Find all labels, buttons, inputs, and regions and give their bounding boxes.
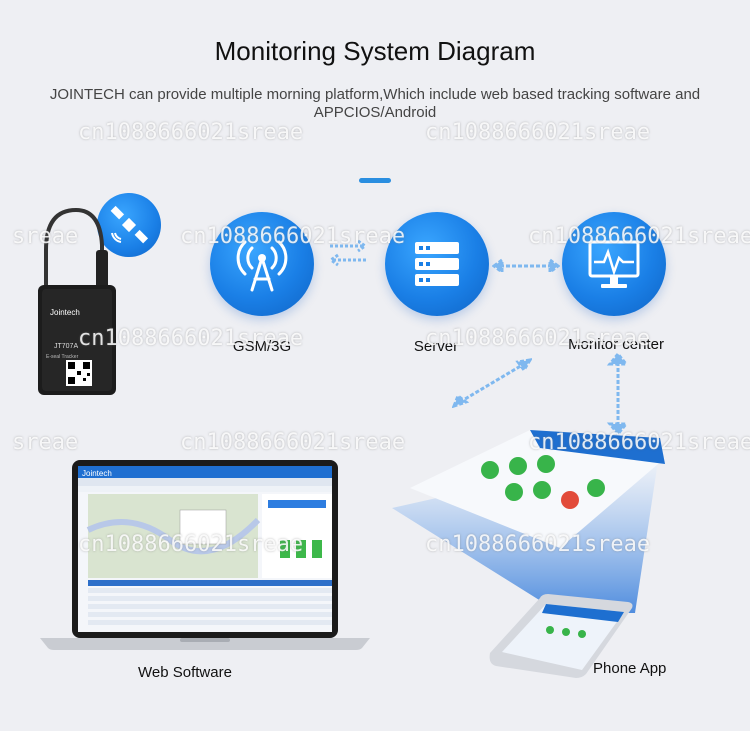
server-icon — [415, 242, 459, 286]
arrow-server-monitor — [492, 257, 560, 275]
e-seal-device: Jointech JT707A E-seal Tracker — [38, 207, 116, 395]
monitor-icon — [588, 240, 640, 288]
server-label: Server — [413, 338, 459, 355]
watermark: cn1088666021sreae — [425, 120, 651, 145]
page-subtitle: JOINTECH can provide multiple morning pl… — [49, 86, 701, 121]
phone-app-caption: Phone App — [593, 660, 667, 677]
watermark: cn1088666021sreae — [425, 532, 651, 557]
watermark: cn1088666021sreae — [425, 326, 651, 351]
cell-tower-icon — [236, 240, 288, 292]
device-brand-text: Jointech — [50, 308, 80, 317]
watermark: cn1088666021sreae — [180, 224, 406, 249]
watermark: cn1088666021sreae — [528, 430, 750, 455]
monitor-label: Monitor center — [568, 336, 664, 353]
watermark: cn1088666021sreae — [78, 326, 304, 351]
arrow-monitor-phone — [606, 352, 630, 436]
watermark: cn1088666021sreae — [528, 224, 750, 249]
device-type-text: E-seal Tracker — [46, 354, 79, 360]
watermark: sreae — [12, 430, 79, 455]
accent-divider — [359, 178, 391, 183]
gsm-label: GSM/3G — [232, 338, 292, 355]
monitor-node — [562, 212, 666, 316]
satellite-badge — [97, 193, 161, 257]
watermark: sreae — [12, 224, 79, 249]
gsm-node — [210, 212, 314, 316]
page-title: Monitoring System Diagram — [214, 36, 536, 66]
device-model-text: JT707A — [54, 343, 78, 350]
watermark: cn1088666021sreae — [78, 120, 304, 145]
watermark: cn1088666021sreae — [78, 532, 304, 557]
satellite-icon — [110, 205, 149, 244]
web-software-caption: Web Software — [138, 664, 232, 681]
arrow-gsm-server — [328, 239, 368, 267]
server-node — [385, 212, 489, 316]
laptop-web-software: Jointech — [40, 460, 370, 650]
watermark: cn1088666021sreae — [180, 430, 406, 455]
phone-app-visual — [392, 430, 665, 678]
arrow-server-web — [452, 358, 532, 408]
qr-code — [66, 360, 92, 386]
web-brand-text: Jointech — [82, 469, 112, 478]
